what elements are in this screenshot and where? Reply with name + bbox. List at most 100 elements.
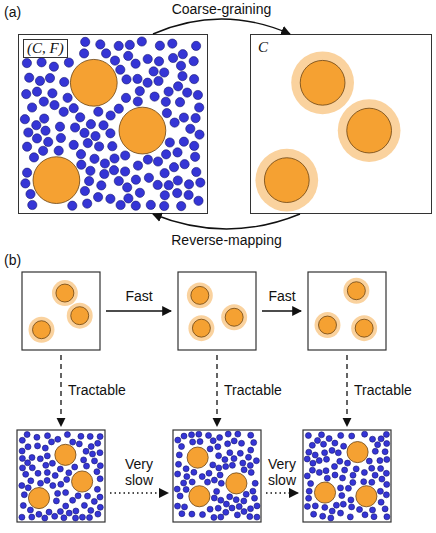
solvent-particle — [32, 134, 41, 143]
solvent-particle — [44, 453, 50, 459]
solvent-particle — [321, 441, 327, 447]
solvent-particle — [361, 479, 367, 485]
solvent-particle — [135, 87, 144, 96]
solvent-particle — [131, 59, 140, 68]
solvent-particle — [35, 470, 41, 476]
tractable-arrow — [60, 355, 61, 426]
solvent-particle — [319, 432, 325, 438]
solvent-particle — [222, 457, 228, 463]
solvent-particle — [54, 146, 63, 155]
solvent-particle — [195, 130, 204, 139]
solvent-particle — [149, 67, 158, 76]
solvent-particle — [350, 472, 356, 478]
solvent-particle — [133, 161, 142, 170]
solvent-particle — [211, 477, 217, 483]
solvent-particle — [173, 176, 182, 185]
very-slow-arrow — [266, 492, 298, 494]
solvent-particle — [378, 499, 384, 505]
solvent-particle — [176, 452, 182, 458]
solvent-particle — [154, 57, 163, 66]
solvent-particle — [229, 505, 235, 511]
solvent-particle — [241, 509, 247, 515]
solvent-particle — [39, 97, 48, 106]
solvent-particle — [310, 460, 316, 466]
solvent-particle — [231, 438, 237, 444]
solvent-particle — [37, 58, 46, 67]
solvent-particle — [250, 488, 256, 494]
solvent-particle — [340, 475, 346, 481]
solvent-particle — [23, 142, 32, 151]
solvent-particle — [206, 432, 212, 438]
solvent-particle — [179, 511, 185, 517]
solvent-particle — [183, 466, 189, 472]
step-label: Tractable — [354, 382, 434, 398]
solvent-particle — [49, 62, 58, 71]
colloid-particle — [72, 471, 93, 492]
solvent-particle — [345, 485, 351, 491]
solvent-particle — [64, 58, 73, 67]
colloid-particle — [264, 158, 309, 203]
solvent-particle — [235, 431, 241, 437]
edge-label: Reverse-mapping — [171, 232, 282, 248]
solvent-particle — [110, 56, 119, 65]
solvent-particle — [50, 101, 59, 110]
solvent-particle — [370, 507, 376, 513]
solvent-particle — [23, 471, 29, 477]
cg-halo — [67, 303, 93, 329]
solvent-particle — [179, 113, 188, 122]
colloid-particle — [356, 486, 377, 507]
solvent-particle — [124, 51, 133, 60]
solvent-particle — [95, 440, 101, 446]
solvent-particle — [27, 507, 33, 513]
solvent-particle — [194, 196, 203, 205]
solvent-particle — [177, 493, 183, 499]
solvent-particle — [58, 481, 64, 487]
solvent-particle — [179, 444, 185, 450]
solvent-particle — [247, 514, 253, 520]
solvent-particle — [97, 450, 103, 456]
colloid-particle — [191, 286, 209, 304]
solvent-particle — [382, 506, 388, 512]
solvent-particle — [116, 200, 125, 209]
cg-halo — [291, 51, 354, 114]
solvent-particle — [44, 137, 53, 146]
solvent-particle — [217, 472, 223, 478]
solvent-particle — [320, 513, 326, 519]
solvent-particle — [173, 189, 182, 198]
solvent-particle — [316, 469, 322, 475]
cg-halo — [187, 282, 213, 308]
solvent-particle — [215, 444, 221, 450]
solvent-particle — [216, 453, 222, 459]
solvent-particle — [326, 436, 332, 442]
solvent-particle — [383, 431, 389, 437]
solvent-particle — [155, 41, 164, 50]
solvent-particle — [193, 90, 202, 99]
solvent-particle — [329, 447, 335, 453]
solvent-particle — [114, 176, 123, 185]
solvent-particle — [383, 470, 389, 476]
solvent-particle — [227, 450, 233, 456]
cg-snapshot-box — [22, 272, 100, 350]
solvent-particle — [339, 493, 345, 499]
solvent-particle — [199, 474, 205, 480]
solvent-particle — [160, 201, 169, 210]
colloid-particle — [56, 284, 74, 302]
solvent-particle — [322, 504, 328, 510]
solvent-particle — [131, 201, 140, 210]
solvent-particle — [323, 468, 329, 474]
solvent-particle — [32, 87, 41, 96]
solvent-particle — [24, 128, 33, 137]
solvent-particle — [153, 157, 162, 166]
solvent-particle — [378, 466, 384, 472]
configuration-box: (C, F) — [18, 34, 208, 214]
colloid-particle — [28, 488, 49, 509]
colloid-particle — [33, 157, 80, 204]
panel-label: (b) — [4, 252, 44, 268]
solvent-particle — [345, 460, 351, 466]
solvent-particle — [214, 488, 220, 494]
solvent-particle — [248, 469, 254, 475]
solvent-particle — [182, 504, 188, 510]
solvent-particle — [64, 432, 70, 438]
solvent-particle — [237, 450, 243, 456]
solvent-particle — [121, 93, 130, 102]
